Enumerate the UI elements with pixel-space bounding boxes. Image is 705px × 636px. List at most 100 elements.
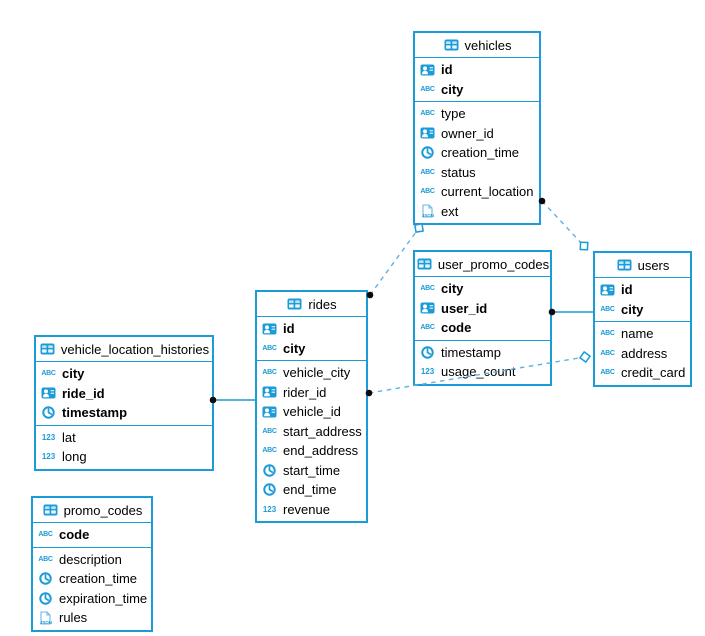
relation-line-rides-vehicles bbox=[369, 227, 420, 296]
column-row-owner_id[interactable]: owner_id bbox=[415, 124, 539, 144]
column-label: timestamp bbox=[62, 405, 128, 421]
table-header-vehicles[interactable]: vehicles bbox=[415, 33, 539, 58]
column-label: city bbox=[441, 81, 464, 97]
column-row-creation_time[interactable]: creation_time bbox=[33, 569, 151, 589]
column-row-rider_id[interactable]: rider_id bbox=[257, 383, 366, 403]
column-label: creation_time bbox=[441, 145, 520, 161]
table-icon bbox=[443, 38, 460, 52]
text-type-icon: ABC bbox=[38, 555, 53, 563]
svg-text:JSON: JSON bbox=[422, 213, 434, 218]
timestamp-type-icon bbox=[261, 463, 278, 477]
column-row-rules[interactable]: JSON rules bbox=[33, 608, 151, 628]
table-icon bbox=[616, 258, 633, 272]
primary-key-row-ride_id[interactable]: ride_id bbox=[36, 384, 212, 404]
primary-key-row-id[interactable]: id bbox=[257, 319, 366, 339]
table-header-rides[interactable]: rides bbox=[257, 292, 366, 317]
column-label: lat bbox=[62, 429, 76, 445]
column-label: credit_card bbox=[621, 365, 686, 381]
column-row-vehicle_city[interactable]: ABC vehicle_city bbox=[257, 363, 366, 383]
column-label: code bbox=[59, 527, 90, 543]
id-type-icon bbox=[40, 386, 57, 400]
primary-key-row-user_id[interactable]: user_id bbox=[415, 299, 550, 319]
timestamp-type-icon bbox=[419, 146, 436, 160]
primary-key-row-id[interactable]: id bbox=[595, 280, 690, 300]
column-label: id bbox=[621, 282, 633, 298]
column-label: vehicle_city bbox=[283, 365, 351, 381]
id-type-icon bbox=[419, 126, 436, 140]
json-type-icon: JSON bbox=[419, 204, 436, 218]
text-type-icon: ABC bbox=[420, 188, 435, 196]
json-type-icon: JSON bbox=[37, 611, 54, 625]
table-header-vehicle_location_histories[interactable]: vehicle_location_histories bbox=[36, 337, 212, 362]
column-label: type bbox=[441, 106, 466, 122]
id-type-icon bbox=[419, 63, 436, 77]
id-type-icon bbox=[261, 405, 278, 419]
table-icon bbox=[286, 297, 303, 311]
column-label: ride_id bbox=[62, 385, 105, 401]
text-type-icon: ABC bbox=[600, 330, 615, 338]
table-header-user_promo_codes[interactable]: user_promo_codes bbox=[415, 252, 550, 277]
text-type-icon: ABC bbox=[262, 369, 277, 377]
column-label: rules bbox=[59, 610, 88, 626]
text-type-icon: ABC bbox=[420, 85, 435, 93]
primary-key-row-city[interactable]: ABC city bbox=[415, 80, 539, 100]
relation-line-vehicles-users bbox=[541, 200, 585, 247]
column-row-expiration_time[interactable]: expiration_time bbox=[33, 589, 151, 609]
column-label: city bbox=[621, 301, 644, 317]
column-row-end_time[interactable]: end_time bbox=[257, 480, 366, 500]
column-row-timestamp[interactable]: timestamp bbox=[415, 343, 550, 363]
table-header-promo_codes[interactable]: promo_codes bbox=[33, 498, 151, 523]
text-type-icon: ABC bbox=[262, 447, 277, 455]
primary-key-row-timestamp[interactable]: timestamp bbox=[36, 403, 212, 423]
table-title: rides bbox=[308, 296, 337, 312]
table-title: user_promo_codes bbox=[437, 256, 550, 272]
column-label: expiration_time bbox=[59, 590, 148, 606]
text-type-icon: ABC bbox=[262, 344, 277, 352]
column-row-creation_time[interactable]: creation_time bbox=[415, 143, 539, 163]
column-label: address bbox=[621, 345, 668, 361]
column-row-start_time[interactable]: start_time bbox=[257, 461, 366, 481]
column-label: current_location bbox=[441, 184, 534, 200]
column-label: city bbox=[441, 281, 464, 297]
timestamp-type-icon bbox=[261, 483, 278, 497]
primary-key-row-id[interactable]: id bbox=[415, 60, 539, 80]
relation-diamond-endpoint bbox=[578, 350, 592, 364]
timestamp-type-icon bbox=[419, 345, 436, 359]
column-row-vehicle_id[interactable]: vehicle_id bbox=[257, 402, 366, 422]
column-row-current_location[interactable]: ABC current_location bbox=[415, 182, 539, 202]
table-header-users[interactable]: users bbox=[595, 253, 690, 278]
number-type-icon: 123 bbox=[420, 367, 435, 377]
